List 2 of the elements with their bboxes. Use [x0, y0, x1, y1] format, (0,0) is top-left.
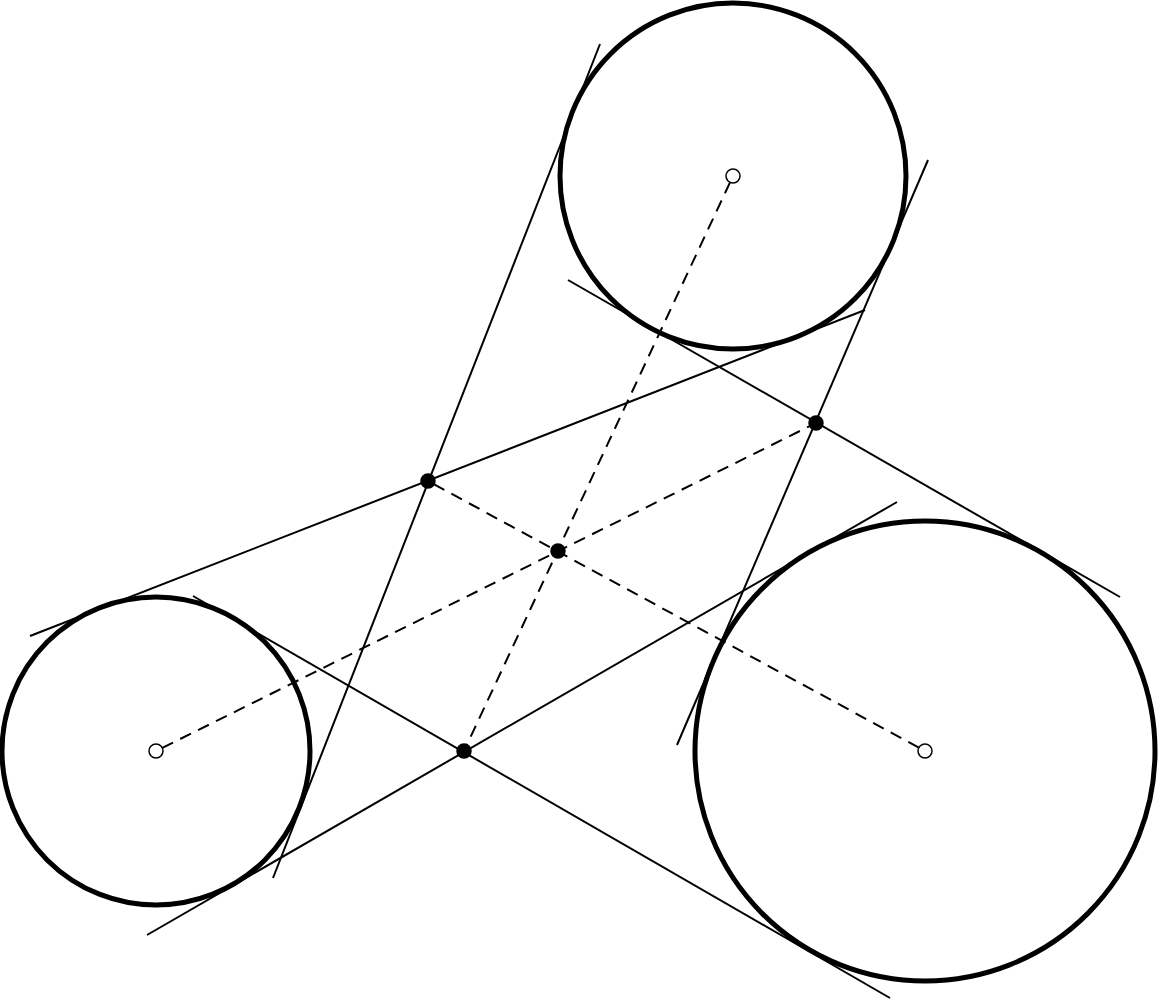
dashed-line — [161, 425, 811, 749]
dashed-line — [433, 483, 920, 749]
